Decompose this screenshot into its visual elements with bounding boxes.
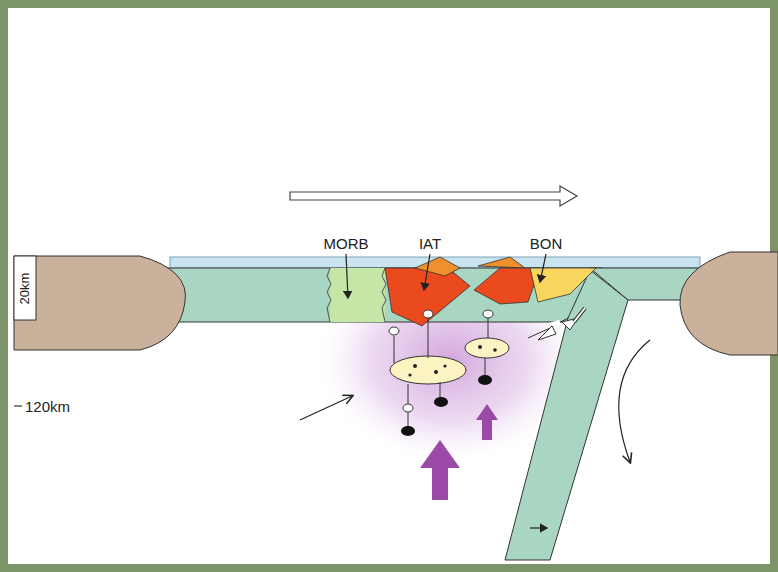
crust-label: IAT	[419, 236, 441, 251]
crust-label: MORB	[324, 236, 369, 251]
crust-label: BON	[530, 236, 563, 251]
scale-label: 20km	[18, 272, 31, 304]
depth-label: 120km	[25, 399, 70, 414]
